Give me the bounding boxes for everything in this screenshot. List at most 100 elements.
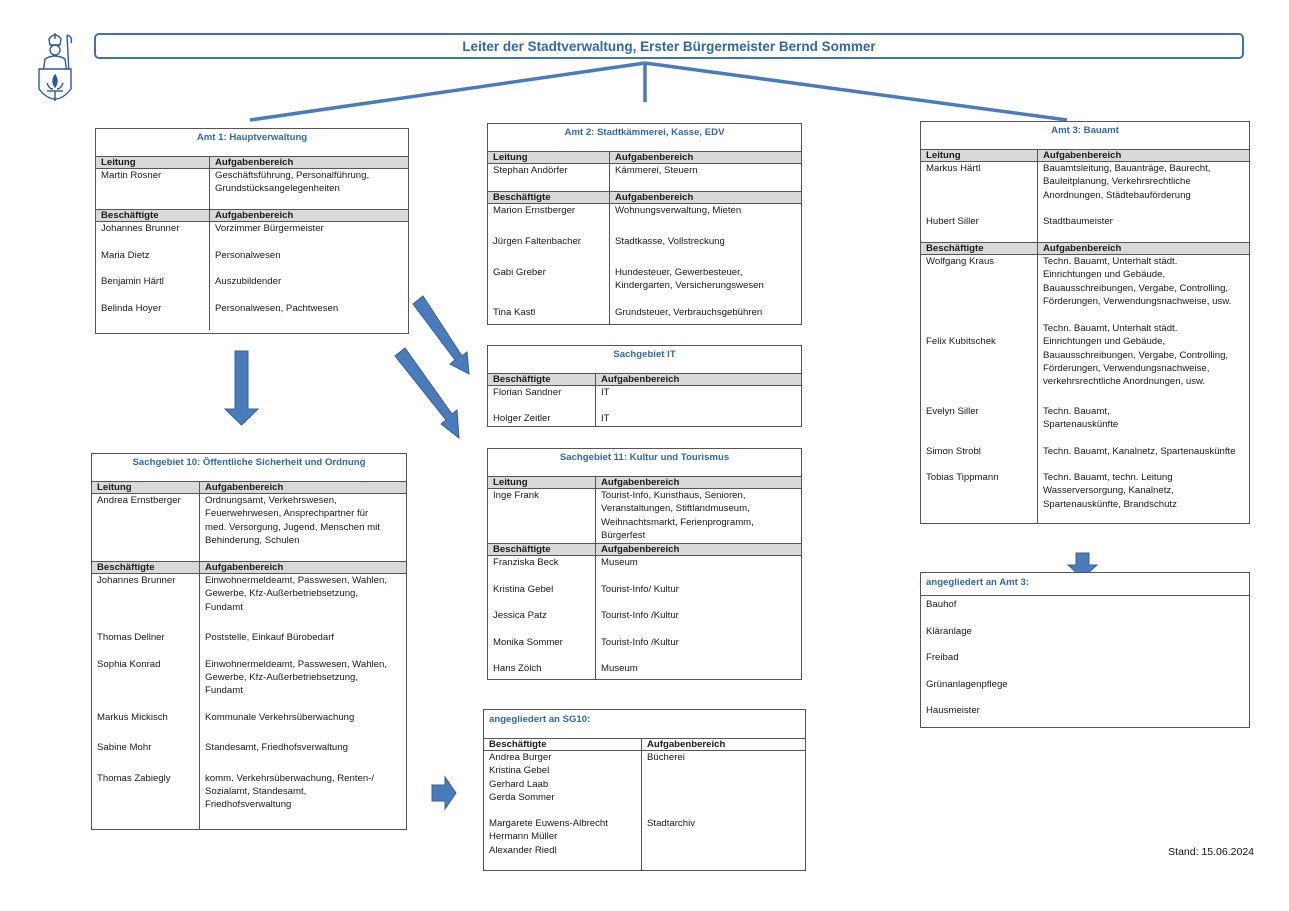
amt1-leitung-row: Martin Rosner Geschäftsführung, Personal…	[96, 169, 408, 209]
col-aufgaben: Aufgabenbereich	[1043, 150, 1122, 161]
sg10-attached-header: Beschäftigte Aufgabenbereich	[484, 738, 805, 751]
amt3-attached-box: angegliedert an Amt 3: Bauhof Kläranlage…	[920, 572, 1250, 728]
amt2-title: Amt 2: Stadtkämmerei, Kasse, EDV	[564, 127, 725, 138]
col-aufgaben: Aufgabenbereich	[601, 477, 680, 488]
staff-name: Jessica Patz	[493, 610, 547, 621]
staff-name: Kristina Gebel	[493, 583, 554, 595]
staff-task: Kommunale Verkehrsüberwachung	[205, 711, 355, 723]
staff-task: Hundesteuer, Gewerbesteuer, Kindergarten…	[615, 266, 764, 291]
staff-name: Marion Ernstberger	[493, 205, 576, 216]
arrow-diag-it	[412, 295, 470, 375]
amt2-leiter-name: Stephan Andörfer	[488, 164, 610, 191]
staff-task: IT	[601, 387, 610, 398]
sg10-attached-box: angegliedert an SG10: Beschäftigte Aufga…	[483, 709, 806, 871]
staff-name: Belinda Hoyer	[101, 302, 162, 314]
col-aufgaben: Aufgabenbereich	[1043, 243, 1122, 254]
staff-name: Johannes Brunner	[101, 223, 180, 234]
staff-name: Tina Kastl	[493, 306, 536, 318]
col-beschaeftigte: Beschäftigte	[484, 739, 642, 750]
sg10-leiter-task: Ordnungsamt, Verkehrswesen, Feuerwehrwes…	[205, 495, 380, 546]
attached-item: Grünanlagenpflege	[926, 678, 1008, 690]
staff-task: IT	[601, 413, 610, 424]
staff-name: Gabi Greber	[493, 266, 546, 278]
leiter-task: Stadtbaumeister	[1043, 216, 1113, 227]
col-beschaeftigte: Beschäftigte	[92, 562, 200, 573]
col-aufgaben: Aufgabenbereich	[205, 482, 284, 493]
amt1-box: Amt 1: Hauptverwaltung Leitung Aufgabenb…	[95, 128, 409, 334]
group-names: Margarete Euwens-Albrecht Hermann Müller…	[489, 818, 608, 856]
amt2-staff-header: Beschäftigte Aufgabenbereich	[488, 191, 801, 204]
staff-task: komm. Verkehrsüberwachung, Renten-/ Sozi…	[205, 772, 375, 811]
amt2-leitung-row: Stephan Andörfer Kämmerei, Steuern	[488, 164, 801, 191]
col-leitung: Leitung	[92, 482, 200, 493]
sg10-box: Sachgebiet 10: Öffentliche Sicherheit un…	[91, 453, 407, 830]
staff-task: Stadtkasse, Vollstreckung	[615, 235, 725, 247]
group-names: Andrea Burger Kristina Gebel Gerhard Laa…	[489, 752, 555, 803]
amt3-leitung-header: Leitung Aufgabenbereich	[921, 149, 1249, 162]
amt2-leitung-header: Leitung Aufgabenbereich	[488, 151, 801, 164]
staff-name: Johannes Brunner	[97, 575, 176, 586]
staff-name: Evelyn Siller	[926, 406, 979, 417]
staff-task: Einwohnermeldeamt, Passwesen, Wahlen, Ge…	[205, 575, 388, 613]
amt2-box: Amt 2: Stadtkämmerei, Kasse, EDV Leitung…	[487, 123, 802, 325]
col-leitung: Leitung	[921, 150, 1038, 161]
amt1-title: Amt 1: Hauptverwaltung	[196, 132, 308, 143]
staff-name: Wolfgang Kraus	[926, 256, 995, 267]
staff-name: Maria Dietz	[101, 249, 150, 261]
staff-task: Museum	[601, 557, 638, 568]
sg11-staff-rows: Franziska Beck Kristina Gebel Jessica Pa…	[488, 556, 801, 679]
staff-name: Hans Zölch	[493, 663, 542, 674]
staff-name: Sophia Konrad	[97, 658, 161, 670]
connector-line-amt3	[644, 61, 1068, 122]
amt3-staff-header: Beschäftigte Aufgabenbereich	[921, 242, 1249, 255]
staff-task: Techn. Bauamt, Unterhalt städt. Einricht…	[1043, 256, 1232, 307]
staff-task: Tourist-Info /Kultur	[601, 636, 679, 648]
stand-date: Stand: 15.06.2024	[1168, 846, 1254, 858]
staff-task: Tourist-Info /Kultur	[601, 610, 679, 621]
it-staff-rows: Florian Sandner Holger Zeitler IT IT	[488, 386, 801, 426]
col-beschaeftigte: Beschäftigte	[488, 374, 596, 385]
connector-line-amt1	[249, 61, 646, 122]
amt1-leiter-name: Martin Rosner	[96, 169, 210, 209]
sg10-leiter-name: Andrea Ernstberger	[92, 494, 200, 561]
amt3-title: Amt 3: Bauamt	[1051, 125, 1119, 136]
sg11-title: Sachgebiet 11: Kultur und Tourismus	[559, 452, 730, 463]
sg11-leiter-name: Inge Frank	[488, 489, 596, 543]
staff-name: Sabine Mohr	[97, 742, 152, 753]
staff-name: Jürgen Faltenbacher	[493, 235, 581, 247]
staff-task: Museum	[601, 663, 638, 674]
town-coat-of-arms-icon	[33, 31, 77, 109]
staff-name: Felix Kubitschek	[926, 336, 996, 347]
col-aufgaben: Aufgabenbereich	[647, 739, 726, 750]
sg10-leitung-header: Leitung Aufgabenbereich	[92, 481, 406, 494]
staff-task: Einwohnermeldeamt, Passwesen, Wahlen, Ge…	[205, 658, 388, 697]
col-leitung: Leitung	[488, 477, 596, 488]
staff-name: Franziska Beck	[493, 557, 559, 568]
sg11-leitung-header: Leitung Aufgabenbereich	[488, 476, 801, 489]
arrow-down-sg10	[223, 350, 260, 426]
leiter-name: Markus Härtl	[926, 163, 981, 174]
staff-name: Monika Sommer	[493, 636, 563, 648]
staff-name: Florian Sandner	[493, 387, 562, 398]
it-box: Sachgebiet IT Beschäftigte Aufgabenberei…	[487, 345, 802, 427]
amt3-box: Amt 3: Bauamt Leitung Aufgabenbereich Ma…	[920, 121, 1250, 524]
staff-task: Vorzimmer Bürgermeister	[215, 223, 324, 234]
col-aufgaben: Aufgabenbereich	[215, 157, 294, 168]
group-task: Bücherei	[647, 752, 685, 763]
col-aufgaben: Aufgabenbereich	[205, 562, 284, 573]
attached-item: Kläranlage	[926, 625, 972, 637]
staff-name: Tobias Tippmann	[926, 472, 999, 483]
sg10-attached-rows: Andrea Burger Kristina Gebel Gerhard Laa…	[484, 751, 805, 870]
col-aufgaben: Aufgabenbereich	[601, 544, 680, 555]
staff-task: Wohnungsverwaltung, Mieten	[615, 205, 742, 216]
arrow-right-sg10-attached	[431, 775, 457, 811]
sg10-staff-header: Beschäftigte Aufgabenbereich	[92, 561, 406, 574]
col-aufgaben: Aufgabenbereich	[615, 192, 694, 203]
amt1-leitung-header: Leitung Aufgabenbereich	[96, 156, 408, 169]
col-beschaeftigte: Beschäftigte	[488, 192, 610, 203]
sg11-leitung-row: Inge Frank Tourist-Info, Kunsthaus, Seni…	[488, 489, 801, 543]
it-staff-header: Beschäftigte Aufgabenbereich	[488, 373, 801, 386]
staff-task: Tourist-Info/ Kultur	[601, 583, 679, 595]
staff-name: Simon Strobl	[926, 446, 981, 457]
sg11-staff-header: Beschäftigte Aufgabenbereich	[488, 543, 801, 556]
